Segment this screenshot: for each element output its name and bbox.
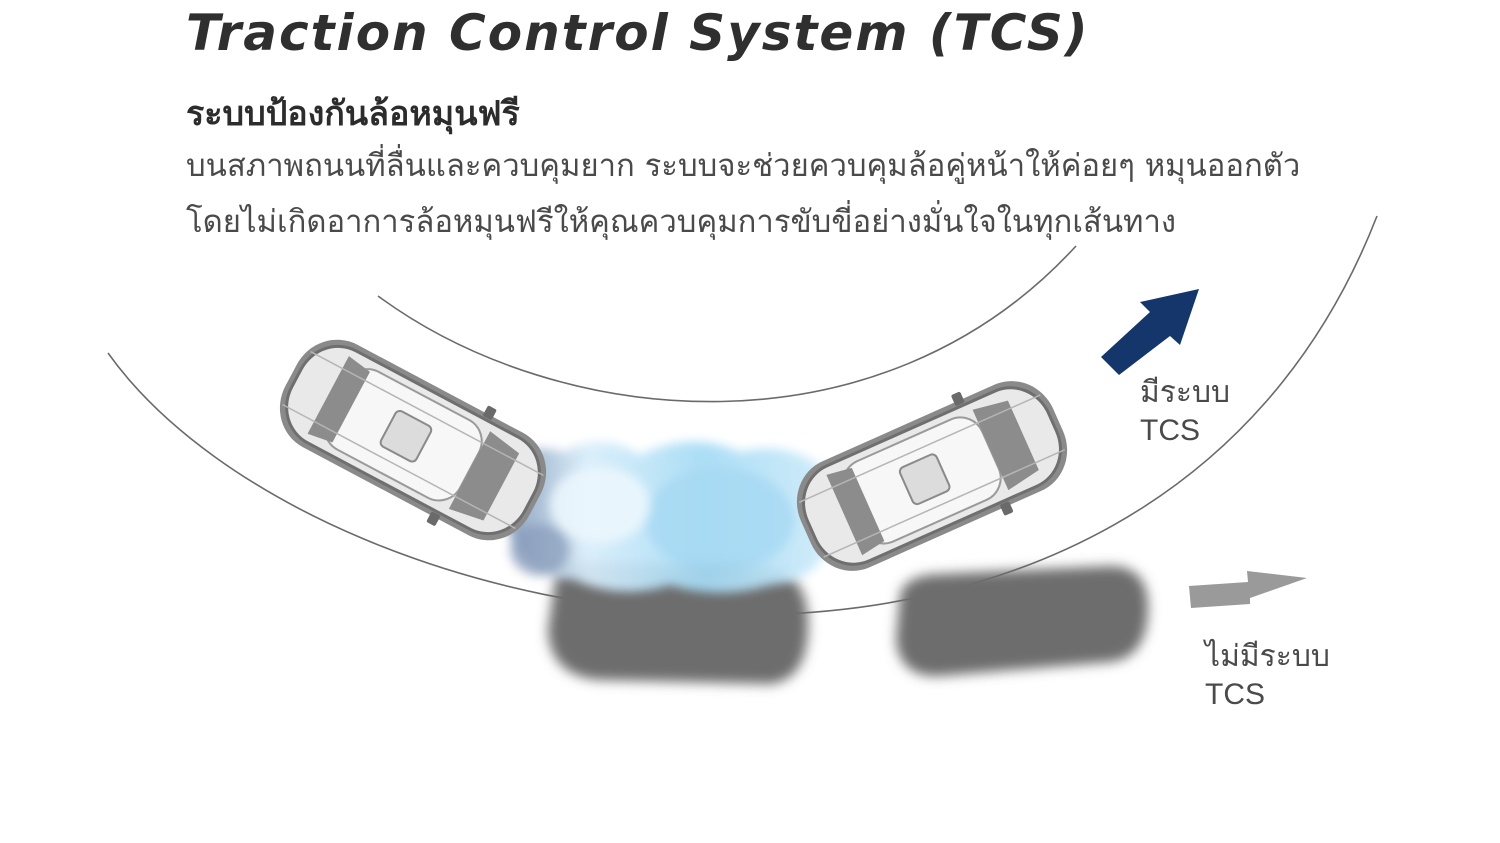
car-right — [796, 381, 1068, 571]
description: บนสภาพถนนที่ลื่นและควบคุมยาก ระบบจะช่วยค… — [186, 138, 1386, 250]
without-tcs-label: ไม่มีระบบ TCS — [1205, 638, 1330, 714]
without-tcs-arrow-icon — [1189, 571, 1307, 608]
without-tcs-label-line-1: ไม่มีระบบ — [1205, 640, 1330, 673]
with-tcs-label-line-2: TCS — [1140, 414, 1200, 447]
page-title: Traction Control System (TCS) — [186, 4, 1090, 62]
description-line-1: บนสภาพถนนที่ลื่นและควบคุมยาก ระบบจะช่วยค… — [186, 148, 1301, 184]
car-shadow-left — [548, 561, 809, 684]
tire-spray — [503, 441, 837, 593]
without-tcs-label-line-2: TCS — [1205, 678, 1265, 711]
road-inner-edge — [377, 245, 1077, 403]
with-tcs-arrow-icon — [1101, 289, 1199, 375]
description-line-2: โดยไม่เกิดอาการล้อหมุนฟรีให้คุณควบคุมการ… — [186, 204, 1177, 240]
with-tcs-label-line-1: มีระบบ — [1140, 376, 1231, 409]
with-tcs-label: มีระบบ TCS — [1140, 374, 1230, 450]
page-subtitle: ระบบป้องกันล้อหมุนฟรี — [186, 94, 520, 134]
car-shadow-right — [896, 566, 1149, 677]
car-left — [279, 339, 547, 541]
